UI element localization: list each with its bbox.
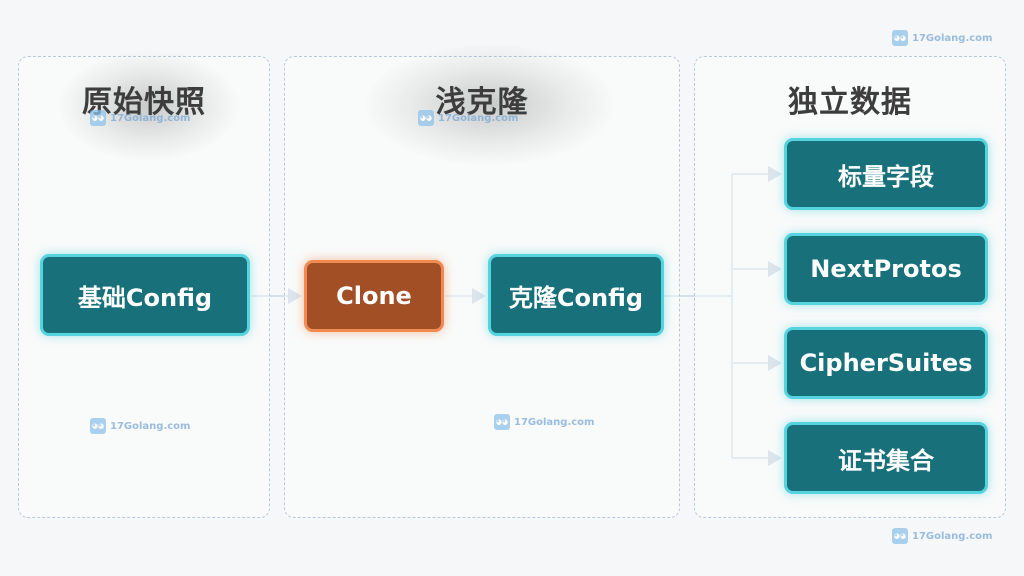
watermark: ◕◕ 17Golang.com: [892, 528, 992, 544]
ciphersuites-box: CipherSuites: [784, 327, 988, 399]
clone-box: Clone: [304, 260, 444, 332]
watermark-text: 17Golang.com: [110, 420, 191, 432]
watermark-text: 17Golang.com: [514, 416, 595, 428]
branch-trunk: [664, 174, 733, 458]
watermark-text: 17Golang.com: [912, 32, 993, 44]
gopher-icon: ◕◕: [418, 110, 434, 126]
watermark-text: 17Golang.com: [110, 112, 191, 124]
scalar-fields-box: 标量字段: [784, 138, 988, 210]
base-config-box: 基础Config: [40, 254, 250, 336]
watermark-text: 17Golang.com: [912, 530, 993, 542]
watermark: ◕◕ 17Golang.com: [418, 110, 518, 126]
certificates-box: 证书集合: [784, 422, 988, 494]
gopher-icon: ◕◕: [892, 528, 908, 544]
gopher-icon: ◕◕: [494, 414, 510, 430]
panel-title: 浅克隆: [435, 85, 529, 120]
cloned-config-box: 克隆Config: [488, 254, 664, 336]
watermark-text: 17Golang.com: [438, 112, 519, 124]
watermark: ◕◕ 17Golang.com: [90, 110, 190, 126]
gopher-icon: ◕◕: [90, 110, 106, 126]
watermark: ◕◕ 17Golang.com: [892, 30, 992, 46]
gopher-icon: ◕◕: [90, 418, 106, 434]
panel-title: 独立数据: [788, 85, 912, 120]
watermark: ◕◕ 17Golang.com: [494, 414, 594, 430]
gopher-icon: ◕◕: [892, 30, 908, 46]
watermark: ◕◕ 17Golang.com: [90, 418, 190, 434]
nextprotos-box: NextProtos: [784, 233, 988, 305]
